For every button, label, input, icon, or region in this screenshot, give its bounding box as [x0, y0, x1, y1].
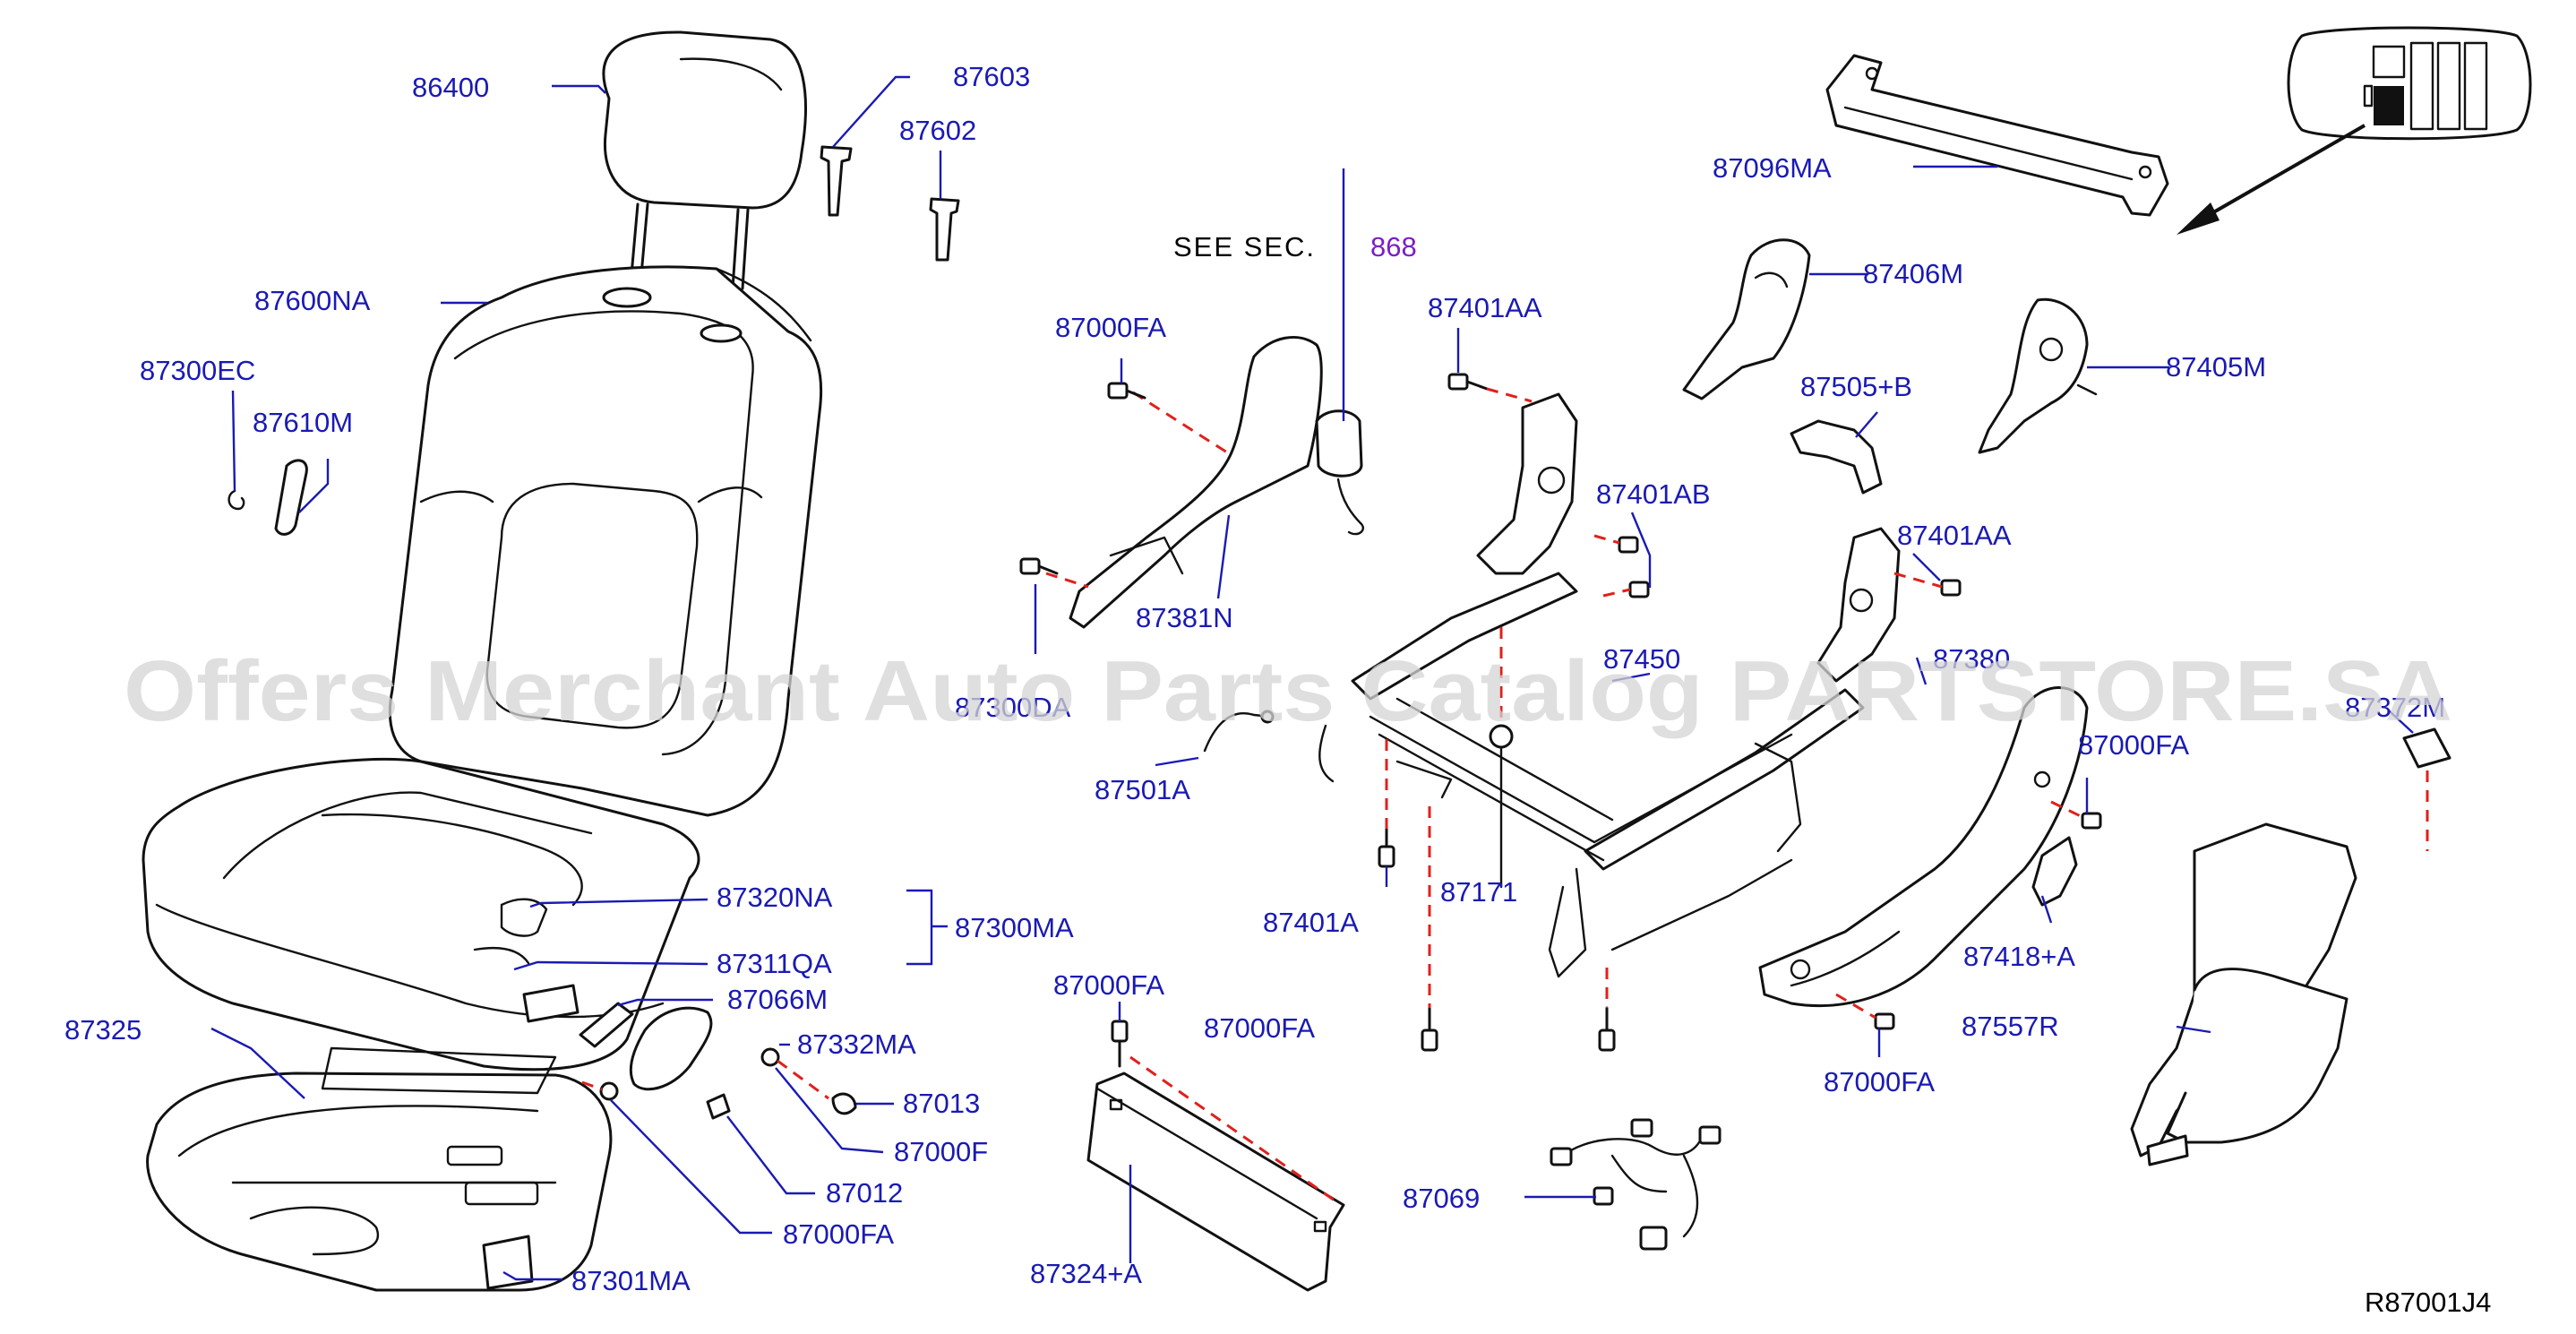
label-87381n[interactable]: 87381N	[1136, 602, 1233, 633]
see-section-link[interactable]: 868	[1370, 231, 1417, 262]
seat-back-drawing	[388, 265, 823, 817]
label-87301ma[interactable]: 87301MA	[571, 1265, 691, 1296]
label-87418a[interactable]: 87418+A	[1963, 941, 2075, 972]
label-87401aa-upper[interactable]: 87401AA	[1428, 292, 1542, 323]
label-87602[interactable]: 87602	[899, 115, 976, 146]
harness-87501a-drawing	[1203, 710, 1275, 753]
label-87505b[interactable]: 87505+B	[1800, 371, 1912, 402]
label-86400[interactable]: 86400	[412, 72, 489, 103]
label-87600na[interactable]: 87600NA	[254, 285, 371, 316]
label-87450[interactable]: 87450	[1603, 643, 1680, 675]
headrest-guide-drawings	[820, 145, 960, 262]
seat-pan-drawing	[146, 1046, 613, 1292]
label-87069[interactable]: 87069	[1403, 1183, 1480, 1214]
label-87300ec[interactable]: 87300EC	[140, 355, 255, 386]
label-87311qa[interactable]: 87311QA	[717, 948, 832, 979]
label-87324a[interactable]: 87324+A	[1030, 1258, 1142, 1289]
leader-lines	[210, 75, 2414, 1281]
drawing-code: R87001J4	[2365, 1287, 2491, 1318]
seat-belt-buckle-drawing	[1315, 409, 1364, 536]
wiring-harness-drawing	[1550, 1118, 1722, 1251]
outer-cover-drawing	[2130, 727, 2451, 1166]
bolt-87401a	[1378, 827, 1395, 868]
small-trim-drawings	[579, 1002, 857, 1120]
side-finisher-drawing	[1758, 686, 2089, 1007]
label-87380[interactable]: 87380	[1933, 643, 2010, 675]
bolt-87000fa-upper	[1107, 382, 1146, 400]
label-87332ma[interactable]: 87332MA	[797, 1028, 916, 1060]
clip-and-lever-drawings	[228, 459, 308, 536]
label-87096ma[interactable]: 87096MA	[1713, 152, 1832, 184]
label-87325[interactable]: 87325	[64, 1014, 142, 1046]
adjuster-fasteners	[1378, 373, 1962, 1052]
seat-cushion-drawing	[142, 757, 700, 1072]
bracket-87505b-drawing	[1790, 419, 1883, 495]
label-87405m[interactable]: 87405M	[2166, 351, 2266, 383]
label-87501a[interactable]: 87501A	[1095, 774, 1190, 805]
bottom-trim-drawing	[1086, 1020, 1345, 1292]
label-87000fa-trim[interactable]: 87000FA	[1053, 969, 1164, 1001]
vehicle-locator-inset	[2177, 26, 2532, 235]
bolt-87000fa-bottom	[1874, 1012, 1895, 1030]
bolt-87401ab-b	[1628, 581, 1650, 598]
locator-highlight	[2374, 86, 2404, 125]
recliner-cover-outer-drawing	[1978, 297, 2098, 454]
bolt-87300da	[1019, 557, 1059, 575]
locator-arrow-head	[2177, 202, 2220, 235]
label-87372m[interactable]: 87372M	[2345, 692, 2445, 723]
label-87401ab[interactable]: 87401AB	[1596, 478, 1711, 510]
part-labels: 86400 87603 87602 87600NA 87300EC 87610M…	[64, 61, 2445, 1296]
label-87000fa-seatback[interactable]: 87000FA	[1055, 312, 1166, 343]
side-trim-drawing	[1019, 335, 1323, 629]
bolt-87000fa-right	[2081, 812, 2102, 830]
label-87000f[interactable]: 87000F	[894, 1136, 988, 1167]
bolt-87401aa-upper	[1447, 373, 1489, 391]
label-87610m[interactable]: 87610M	[253, 407, 353, 438]
label-87000fa-adjuster[interactable]: 87000FA	[1204, 1012, 1315, 1044]
headrest-drawing	[602, 30, 807, 290]
bolt-87000fa-lower	[1421, 1006, 1438, 1052]
bolt-87000fa-trim	[1111, 1020, 1129, 1068]
label-87320na[interactable]: 87320NA	[717, 882, 833, 913]
bolt-rear	[1598, 1006, 1616, 1052]
label-87012[interactable]: 87012	[826, 1177, 903, 1209]
watermark-text: Offers Merchant Auto Parts Catalog PARTS…	[124, 643, 2452, 739]
see-section-reference: SEE SEC. 868	[1173, 231, 1417, 262]
cross-member-drawing	[1825, 54, 2169, 217]
label-87000fa-bottom[interactable]: 87000FA	[1824, 1066, 1935, 1097]
label-87000fa-pan[interactable]: 87000FA	[783, 1218, 894, 1250]
label-87406m[interactable]: 87406M	[1863, 258, 1963, 289]
label-87013[interactable]: 87013	[903, 1088, 980, 1119]
label-87557r[interactable]: 87557R	[1962, 1011, 2059, 1042]
label-87300da[interactable]: 87300DA	[955, 692, 1071, 723]
label-87401aa-right[interactable]: 87401AA	[1897, 520, 2012, 551]
bolt-87401aa-right	[1940, 579, 1962, 597]
label-87171[interactable]: 87171	[1440, 876, 1517, 908]
bolt-87401ab-a	[1618, 536, 1639, 554]
bracket-87418a-drawing	[1835, 800, 2102, 1030]
label-87066m[interactable]: 87066M	[727, 984, 828, 1015]
recliner-cover-inner-drawing	[1682, 238, 1811, 400]
label-87300ma[interactable]: 87300MA	[955, 912, 1074, 943]
seat-adjuster-frame-drawing	[1318, 392, 1901, 978]
see-section-prefix: SEE SEC.	[1173, 231, 1316, 262]
label-87603[interactable]: 87603	[953, 61, 1030, 92]
label-87000fa-finisher[interactable]: 87000FA	[2078, 729, 2189, 761]
label-87401a[interactable]: 87401A	[1263, 907, 1359, 938]
